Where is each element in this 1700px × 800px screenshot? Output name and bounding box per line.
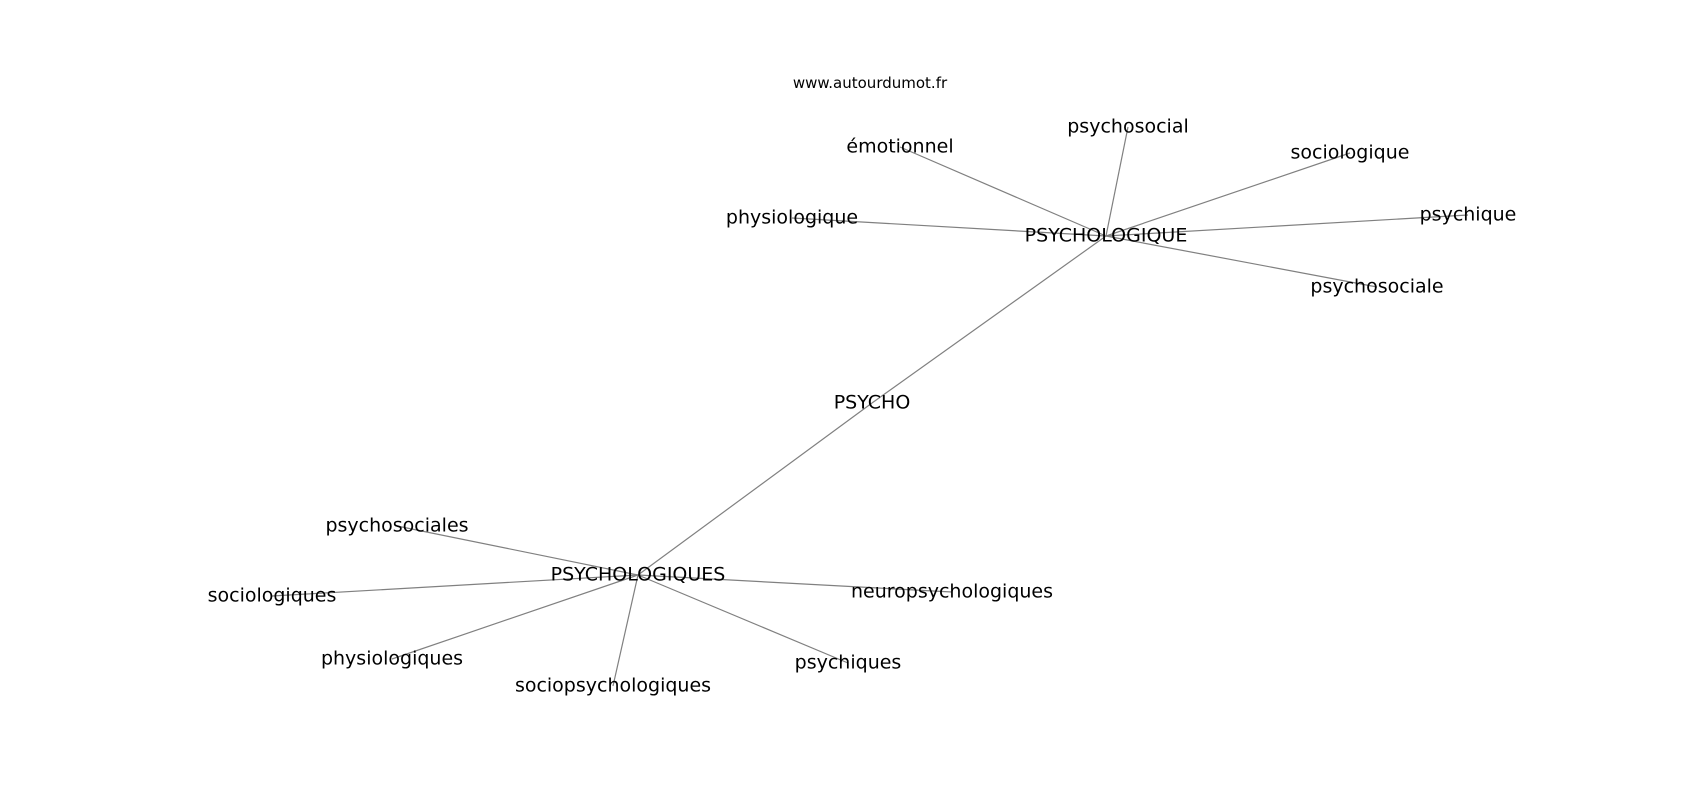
node-label-sociologiques: sociologiques: [208, 585, 337, 607]
edge-psychologique-sociologique: [1105, 152, 1351, 237]
node-label-psycho: PSYCHO: [834, 392, 911, 414]
node-label-psychologique: PSYCHOLOGIQUE: [1025, 225, 1188, 247]
node-label-sociologique: sociologique: [1291, 142, 1410, 164]
label-group: PSYCHO PSYCHOLOGIQUE PSYCHOLOGIQUES émotion…: [208, 116, 1517, 697]
edge-psychologique-psychosocial: [1105, 126, 1129, 237]
edge-psychologiques-psychosociales: [396, 525, 639, 576]
node-label-sociopsychologiques: sociopsychologiques: [515, 675, 711, 697]
edge-psychologiques-sociopsychologiques: [612, 574, 639, 687]
node-label-psychologiques: PSYCHOLOGIQUES: [551, 564, 726, 586]
node-label-neuropsychologiques: neuropsychologiques: [851, 581, 1053, 603]
edge-psychologique-psychosociale: [1105, 235, 1378, 288]
node-label-psychosociale: psychosociale: [1310, 276, 1443, 298]
node-label-psychique: psychique: [1420, 204, 1517, 226]
node-label-psychiques: psychiques: [795, 652, 902, 674]
edge-psychologique-emotionnel: [899, 146, 1107, 237]
node-label-psychosociales: psychosociales: [325, 515, 468, 537]
node-label-physiologique: physiologique: [726, 207, 858, 229]
edge-psychologiques-sociologiques: [271, 574, 639, 597]
edge-psychologique-psychique: [1105, 214, 1469, 237]
edge-psychologiques-psychiques: [637, 574, 849, 664]
edge-psychologiques-neuropsychologiques: [637, 574, 953, 593]
edge-group: [271, 126, 1469, 687]
edge-psycho-psychologiques: [637, 402, 873, 576]
edge-psychologiques-physiologiques: [391, 574, 639, 660]
edge-psychologique-physiologique: [791, 217, 1107, 237]
watermark-text: www.autourdumot.fr: [793, 74, 948, 92]
node-label-psychosocial: psychosocial: [1067, 116, 1189, 138]
node-label-emotionnel: émotionnel: [846, 136, 953, 158]
edge-psycho-psychologique: [871, 235, 1107, 404]
node-label-physiologiques: physiologiques: [321, 648, 463, 670]
